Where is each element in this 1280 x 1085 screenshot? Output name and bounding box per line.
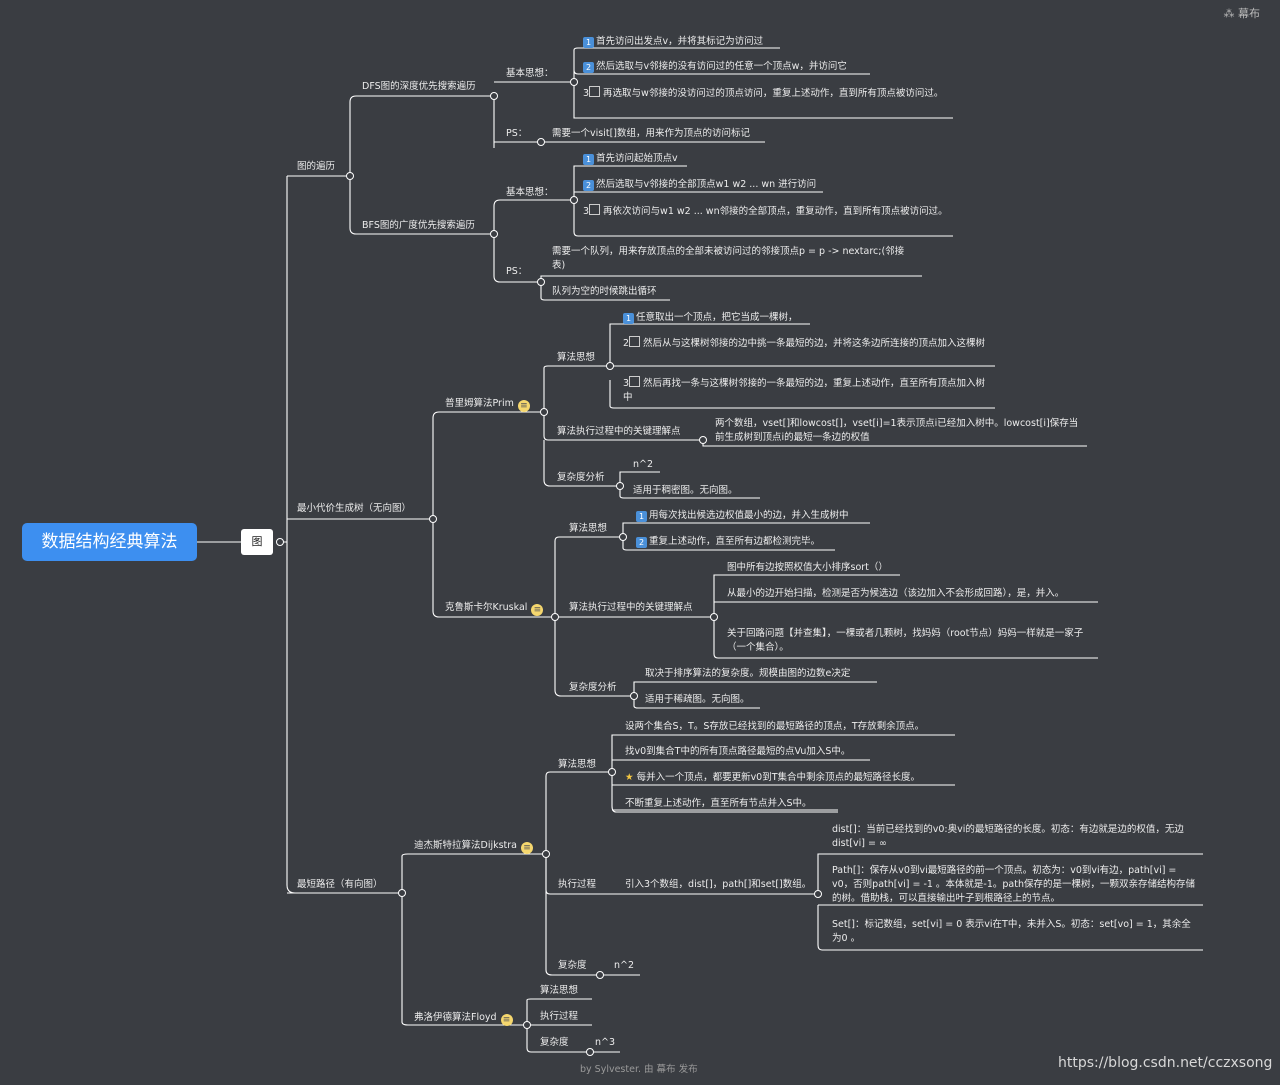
prim-idea-label[interactable]: 算法思想 <box>557 352 596 363</box>
bfs-idea-label[interactable]: 基本思想： <box>506 187 554 198</box>
number-3-icon: 3 <box>583 88 590 99</box>
root-node[interactable]: 数据结构经典算法 <box>22 523 197 561</box>
dijkstra-idea-label[interactable]: 算法思想 <box>558 759 597 770</box>
prim-cx-label[interactable]: 复杂度分析 <box>557 472 605 483</box>
dfs-idea-label[interactable]: 基本思想： <box>506 68 554 79</box>
number-badge-icon: 2 <box>583 62 594 73</box>
kruskal-key2[interactable]: 从最小的边开始扫描，检测是否为候选边（该边加入不会形成回路），是，并入。 <box>727 588 1065 599</box>
sp-node[interactable]: 最短路径（有向图） <box>297 879 383 890</box>
number-badge-icon: 1 <box>583 154 594 165</box>
dijkstra-i4[interactable]: 不断重复上述动作，直至所有节点并入S中。 <box>625 798 812 809</box>
graph-node[interactable]: 图 <box>241 529 273 555</box>
prim-node[interactable]: 普里姆算法Prim≡ <box>445 397 530 412</box>
number-2-icon: 2 <box>623 338 630 349</box>
dijkstra-e1[interactable]: dist[]：当前已经找到的v0:奥vi的最短路径的长度。初态：有边就是边的权值… <box>832 824 1184 849</box>
number-badge-icon: 2 <box>636 537 647 548</box>
prim-key-label[interactable]: 算法执行过程中的关键理解点 <box>557 426 681 437</box>
checkbox-icon <box>629 336 641 347</box>
star-icon: ★ <box>625 772 634 783</box>
dijkstra-exec[interactable]: 引入3个数组，dist[]，path[]和set[]数组。 <box>625 879 812 890</box>
number-badge-icon: 1 <box>623 313 634 324</box>
checkbox-icon <box>629 376 641 387</box>
bfs-ps-label[interactable]: PS： <box>506 266 528 277</box>
prim-cx2[interactable]: 适用于稠密图。无向图。 <box>633 485 738 496</box>
brand-label[interactable]: ⁂ 幕布 <box>1223 7 1261 20</box>
kruskal-node[interactable]: 克鲁斯卡尔Kruskal≡ <box>445 601 544 616</box>
floyd-cx[interactable]: n^3 <box>595 1037 616 1048</box>
note-icon[interactable]: ≡ <box>521 842 533 854</box>
watermark: https://blog.csdn.net/cczxsong <box>1058 1055 1273 1071</box>
note-icon[interactable]: ≡ <box>517 400 530 412</box>
mubu-logo-icon: ⁂ <box>1223 7 1238 20</box>
floyd-idea-label[interactable]: 算法思想 <box>540 985 579 996</box>
prim-cx1[interactable]: n^2 <box>633 459 654 470</box>
dijkstra-cx[interactable]: n^2 <box>614 960 635 971</box>
dijkstra-cx-label[interactable]: 复杂度 <box>558 960 587 971</box>
dijkstra-i2[interactable]: 找v0到集合T中的所有顶点路径最短的点Vu加入S中。 <box>625 746 851 757</box>
number-badge-icon: 2 <box>583 180 594 191</box>
note-icon[interactable]: ≡ <box>531 604 544 616</box>
kruskal-key1[interactable]: 图中所有边按照权值大小排序sort（） <box>727 562 888 573</box>
kruskal-key-label[interactable]: 算法执行过程中的关键理解点 <box>569 602 693 613</box>
number-3-icon: 3 <box>583 206 590 217</box>
dijkstra-i1[interactable]: 设两个集合S，T。S存放已经找到的最短路径的顶点，T存放剩余顶点。 <box>625 721 925 732</box>
checkbox-icon <box>589 204 601 215</box>
dijkstra-node[interactable]: 迪杰斯特拉算法Dijkstra≡ <box>414 839 533 854</box>
checkbox-icon <box>589 86 601 97</box>
dijkstra-exec-label[interactable]: 执行过程 <box>558 879 597 890</box>
number-3-icon: 3 <box>623 378 630 389</box>
dijkstra-i3[interactable]: ★ 每并入一个顶点，都要更新v0到T集合中剩余顶点的最短路径长度。 <box>625 772 921 783</box>
bfs-ps2[interactable]: 队列为空的时候跳出循环 <box>552 286 657 297</box>
kruskal-cx2[interactable]: 适用于稀疏图。无向图。 <box>645 694 750 705</box>
bfs-ps1[interactable]: 需要一个队列，用来存放顶点的全部未被访问过的邻接顶点p = p -> nexta… <box>552 246 905 271</box>
footer-credit: by Sylvester. 由 幕布 发布 <box>580 1064 698 1075</box>
dfs-node[interactable]: DFS图的深度优先搜索遍历 <box>362 81 476 92</box>
kruskal-key3[interactable]: 关于回路问题【并查集】，一棵或者几颗树，找妈妈（root节点）妈妈一样就是一家子… <box>727 628 1084 653</box>
floyd-cx-label[interactable]: 复杂度 <box>540 1037 569 1048</box>
note-icon[interactable]: ≡ <box>500 1014 513 1026</box>
dfs-ps[interactable]: 需要一个visit[]数组，用来作为顶点的访问标记 <box>552 128 750 139</box>
prim-key[interactable]: 两个数组，vset[]和lowcost[]，vset[i]=1表示顶点i已经加入… <box>715 418 1079 443</box>
dijkstra-e3[interactable]: Set[]：标记数组，set[vi] = 0 表示vi在T中，未并入S。初态：s… <box>832 919 1191 944</box>
bfs-node[interactable]: BFS图的广度优先搜索遍历 <box>362 220 475 231</box>
traversal-node[interactable]: 图的遍历 <box>297 161 336 172</box>
dfs-ps-label[interactable]: PS： <box>506 128 528 139</box>
floyd-node[interactable]: 弗洛伊德算法Floyd≡ <box>414 1011 513 1026</box>
dijkstra-e2[interactable]: Path[]：保存从v0到vi最短路径的前一个顶点。初态为：v0到vi有边，pa… <box>832 865 1196 904</box>
number-badge-icon: 1 <box>583 37 594 48</box>
kruskal-cx1[interactable]: 取决于排序算法的复杂度。规模由图的边数e决定 <box>645 668 851 679</box>
kruskal-idea-label[interactable]: 算法思想 <box>569 523 608 534</box>
floyd-exec-label[interactable]: 执行过程 <box>540 1011 579 1022</box>
kruskal-cx-label[interactable]: 复杂度分析 <box>569 682 617 693</box>
mst-node[interactable]: 最小代价生成树（无向图） <box>297 503 412 514</box>
number-badge-icon: 1 <box>636 511 647 522</box>
